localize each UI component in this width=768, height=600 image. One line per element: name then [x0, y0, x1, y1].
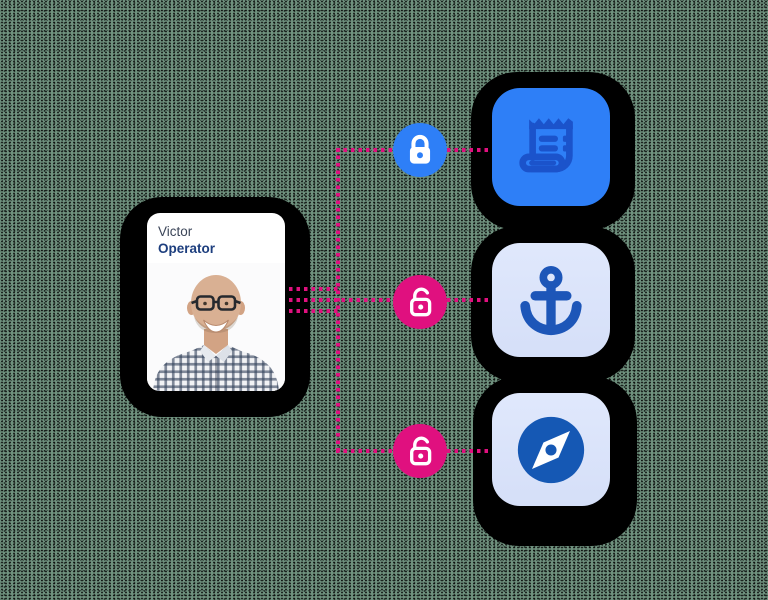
connector-top-line: [336, 148, 393, 152]
connector-top-line: [447, 148, 492, 152]
lock-open-icon: [410, 436, 432, 466]
lock-badge-unlocked: [393, 275, 447, 329]
anchor-icon: [520, 266, 582, 336]
receipt-icon: [519, 118, 573, 173]
app-tile-receipt: [492, 88, 610, 206]
connector-bottom-line: [336, 449, 393, 453]
connector-middle-line: [447, 298, 492, 302]
connector-bottom-line: [447, 449, 492, 453]
app-tile-compass: [492, 393, 610, 506]
profile-name: Victor Operator: [147, 213, 285, 258]
lock-badge-locked: [393, 123, 447, 177]
connector-card-line: [289, 309, 340, 313]
profile-first-name: Victor: [158, 224, 193, 239]
lock-badge-unlocked: [393, 424, 447, 478]
lock-closed-icon: [409, 134, 431, 164]
profile-card: Victor Operator: [147, 213, 285, 391]
connector-middle-line: [289, 298, 393, 302]
app-tile-anchor: [492, 243, 610, 357]
person-photo: [147, 263, 285, 391]
connector-card-line: [289, 287, 340, 291]
compass-icon: [517, 416, 585, 483]
profile-role: Operator: [158, 240, 216, 256]
lock-open-icon: [410, 287, 432, 317]
